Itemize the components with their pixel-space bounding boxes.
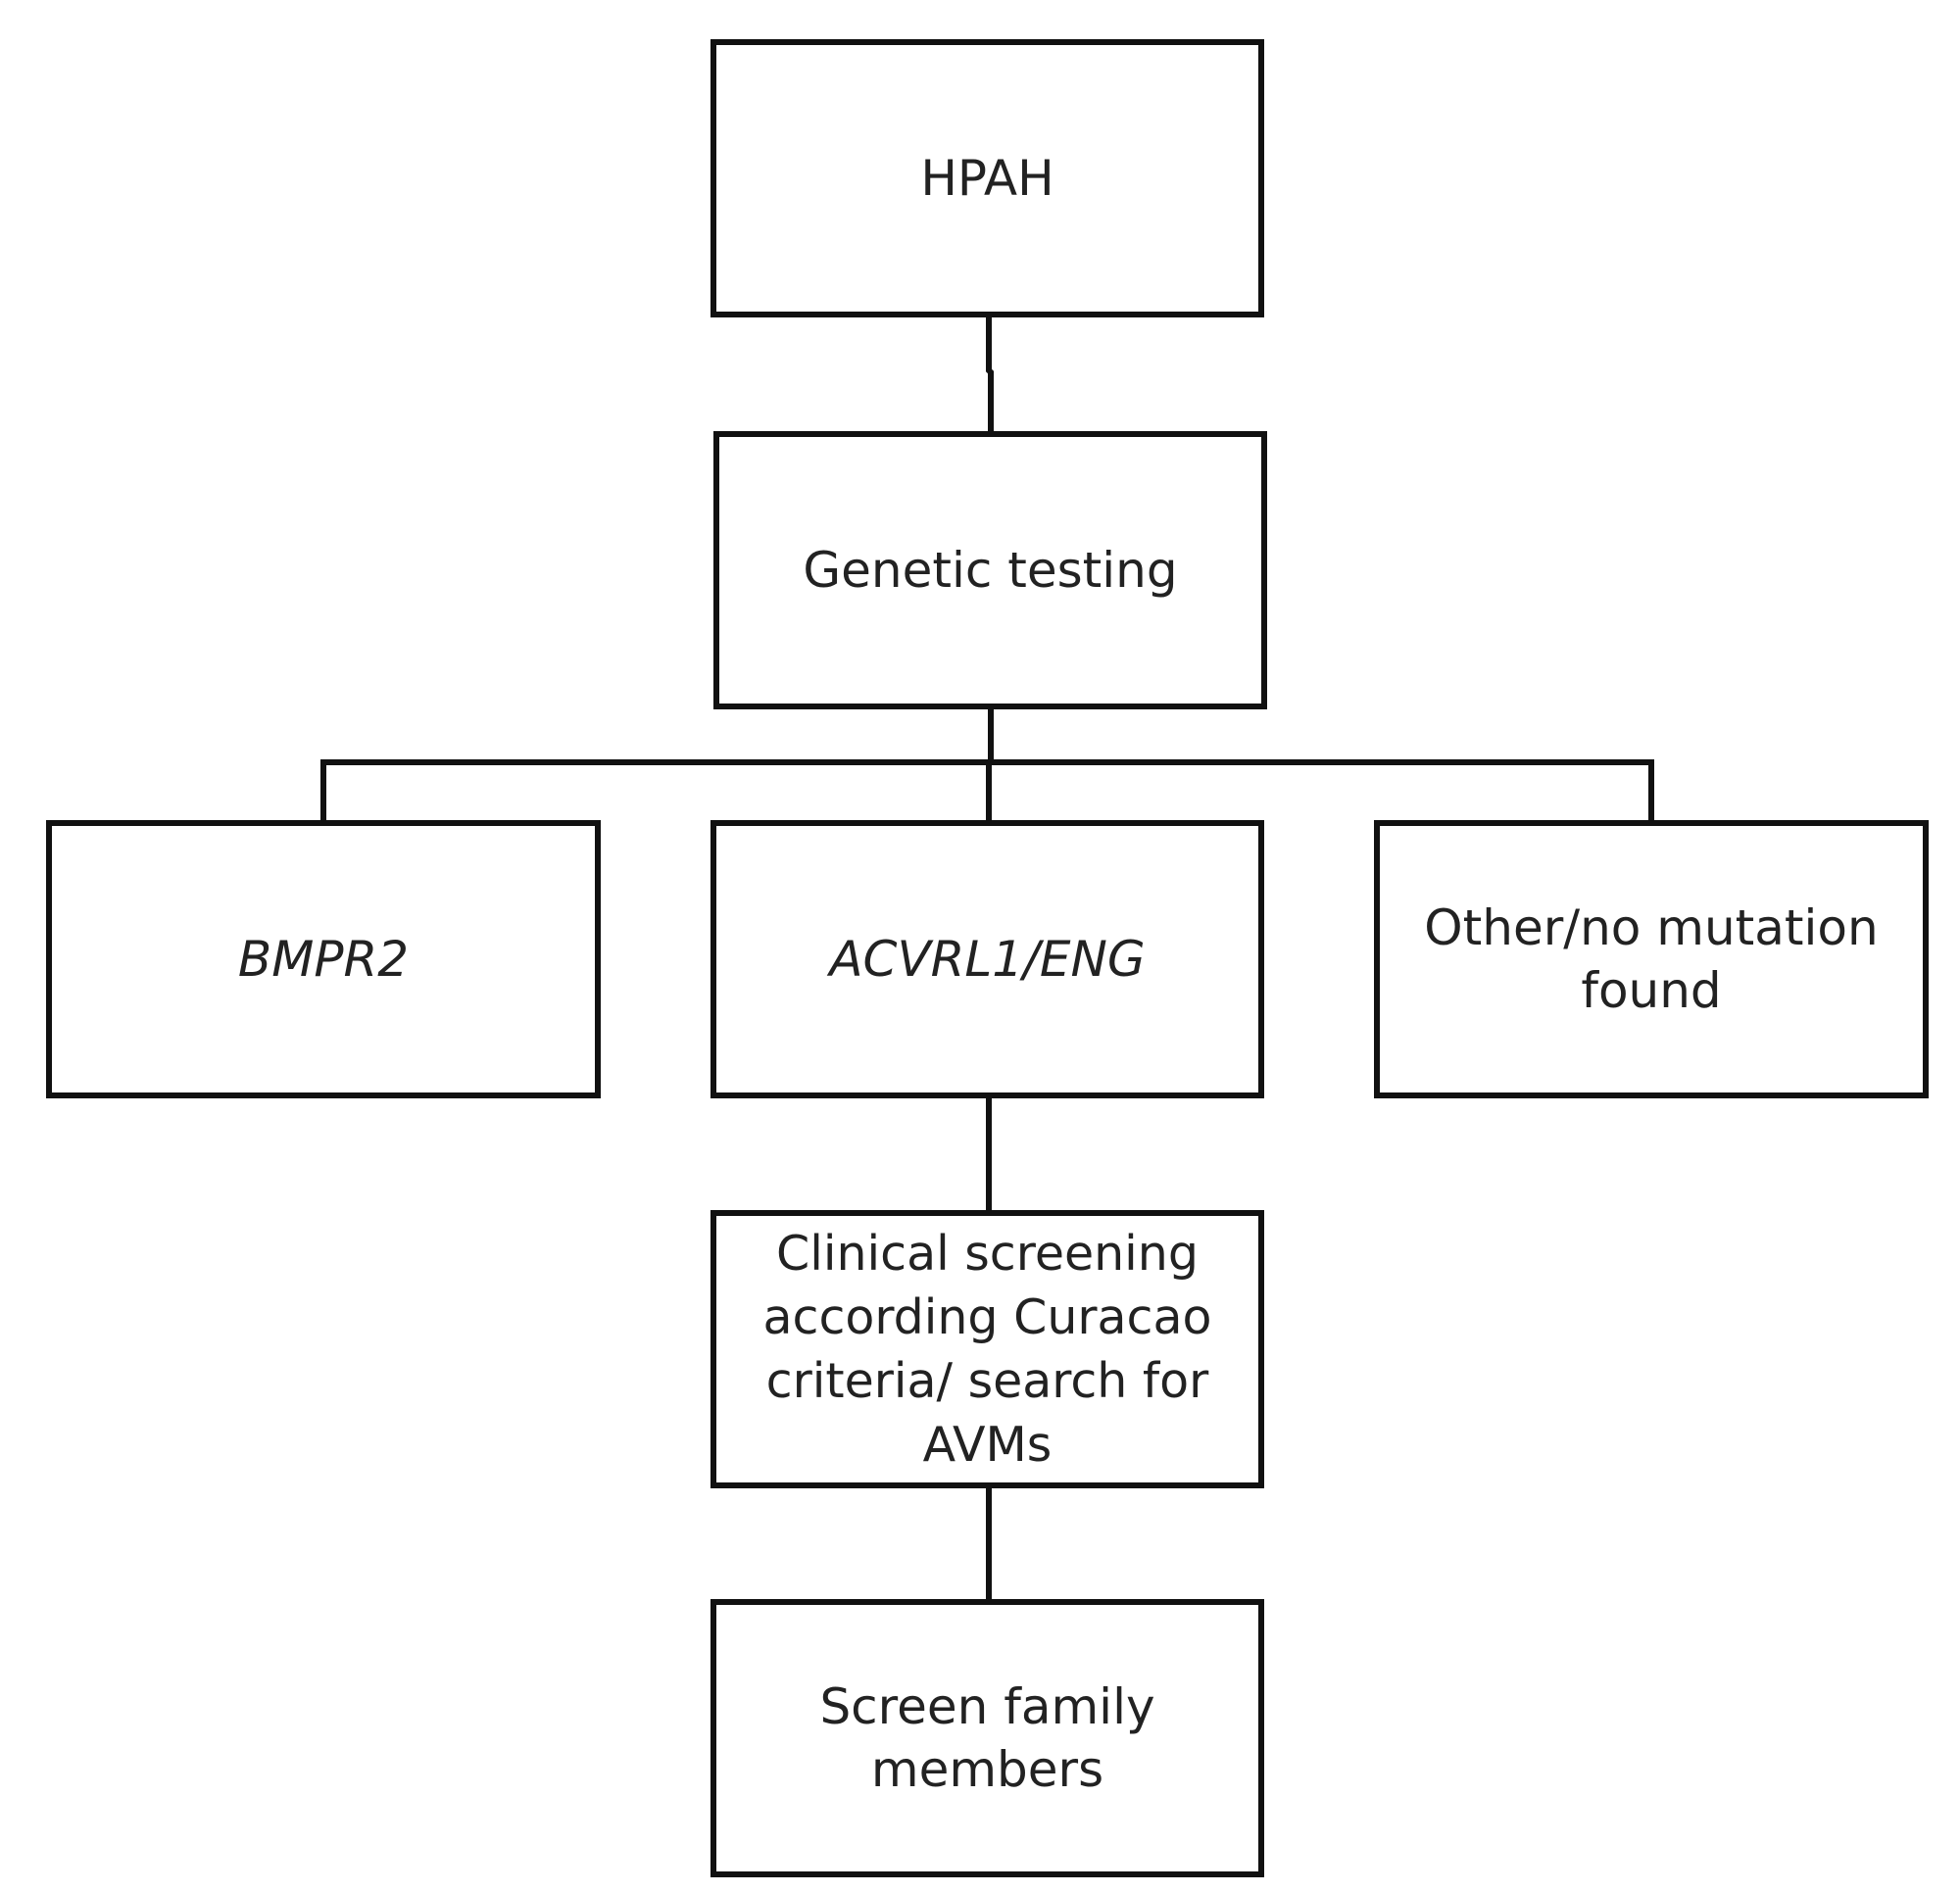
other-no-mutation-node: Other/no mutation found: [1374, 820, 1929, 1098]
clinical-screening-label: Clinical screening according Curacao cri…: [762, 1225, 1212, 1474]
connector-hpah-to-genetic-testing: [986, 315, 994, 434]
genetic-testing-node: Genetic testing: [713, 431, 1267, 709]
bmpr2-label: BMPR2: [237, 931, 410, 988]
bmpr2-node: BMPR2: [46, 820, 601, 1098]
acvrl1-eng-label: ACVRL1/ENG: [829, 931, 1146, 988]
clinical-screening-node: Clinical screening according Curacao cri…: [710, 1210, 1264, 1488]
screen-family-members-node: Screen family members: [710, 1599, 1264, 1877]
genetic-testing-label: Genetic testing: [803, 542, 1178, 599]
acvrl1-eng-node: ACVRL1/ENG: [710, 820, 1264, 1098]
hpah-node: HPAH: [710, 39, 1264, 317]
other-no-mutation-label: Other/no mutation found: [1424, 899, 1879, 1019]
hpah-label: HPAH: [920, 150, 1054, 207]
screen-family-members-label: Screen family members: [819, 1678, 1155, 1798]
